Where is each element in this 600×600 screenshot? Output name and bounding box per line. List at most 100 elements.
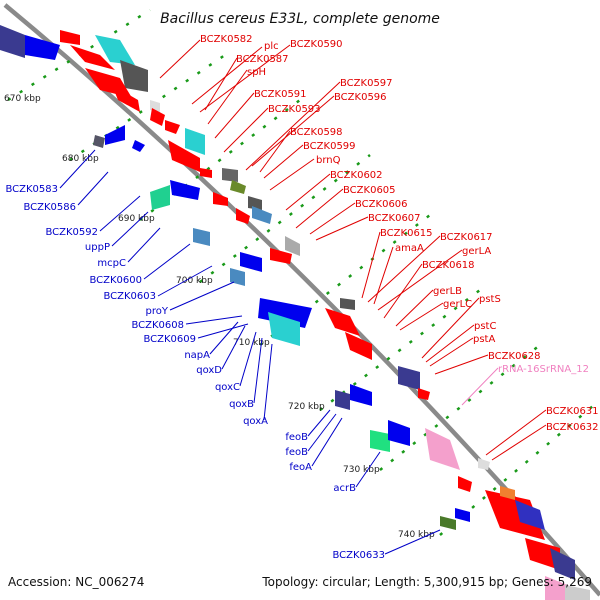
gene-label[interactable]: pstC <box>474 321 496 332</box>
gene-feature[interactable] <box>425 428 460 470</box>
gene-feature[interactable] <box>112 85 140 112</box>
gene-label[interactable]: amaA <box>395 243 424 254</box>
gene-label[interactable]: BCZK0593 <box>268 104 321 115</box>
gene-feature[interactable] <box>213 192 228 206</box>
gene-label[interactable]: BCZK0583 <box>5 184 58 195</box>
gene-feature[interactable] <box>550 548 575 580</box>
gene-feature[interactable] <box>478 458 490 470</box>
gene-label[interactable]: feoB <box>285 432 308 443</box>
gene-label[interactable]: uppP <box>85 242 110 253</box>
gene-feature[interactable] <box>388 420 410 446</box>
gene-label[interactable]: BCZK0603 <box>103 291 156 302</box>
gene-feature[interactable] <box>60 30 80 45</box>
gene-feature[interactable] <box>525 538 560 570</box>
gene-feature[interactable] <box>120 60 148 92</box>
gene-feature[interactable] <box>150 185 170 210</box>
gene-feature[interactable] <box>485 490 545 540</box>
gene-feature[interactable] <box>230 268 245 286</box>
gene-feature[interactable] <box>458 476 472 492</box>
gene-label[interactable]: BCZK0617 <box>440 232 493 243</box>
rna-label[interactable]: rRNA-16SrRNA_12 <box>498 364 589 375</box>
gene-feature[interactable] <box>500 486 515 500</box>
gene-feature[interactable] <box>230 180 246 194</box>
gene-label[interactable]: gerLC <box>443 299 472 310</box>
gene-feature[interactable] <box>565 585 590 600</box>
gene-feature[interactable] <box>25 35 60 60</box>
gene-label[interactable]: spH <box>247 67 266 78</box>
gene-label[interactable]: BCZK0608 <box>131 320 184 331</box>
gene-feature[interactable] <box>345 332 372 360</box>
gene-feature[interactable] <box>240 252 262 272</box>
gene-feature[interactable] <box>105 125 125 145</box>
gene-feature[interactable] <box>335 390 350 410</box>
gene-feature[interactable] <box>200 168 212 178</box>
gene-label[interactable]: BCZK0606 <box>355 199 408 210</box>
gene-label[interactable]: BCZK0605 <box>343 185 396 196</box>
gene-feature[interactable] <box>350 384 372 406</box>
gene-label[interactable]: pstS <box>479 294 501 305</box>
gene-label[interactable]: BCZK0633 <box>332 550 385 561</box>
gene-feature[interactable] <box>248 196 262 210</box>
gene-feature[interactable] <box>222 168 238 182</box>
gene-feature[interactable] <box>168 140 200 172</box>
gene-label[interactable]: qoxB <box>229 399 254 410</box>
gene-label[interactable]: plc <box>264 41 279 52</box>
gene-label[interactable]: feoA <box>289 462 312 473</box>
gene-label[interactable]: BCZK0591 <box>254 89 307 100</box>
gene-feature[interactable] <box>268 312 300 346</box>
gene-label[interactable]: qoxA <box>243 416 268 427</box>
gene-label[interactable]: BCZK0628 <box>488 351 541 362</box>
gene-feature[interactable] <box>150 108 165 126</box>
gene-feature[interactable] <box>165 120 180 134</box>
gene-label[interactable]: BCZK0602 <box>330 170 383 181</box>
gene-feature[interactable] <box>270 248 292 264</box>
gene-label[interactable]: pstA <box>473 334 495 345</box>
gene-feature[interactable] <box>285 236 300 256</box>
gene-label[interactable]: BCZK0618 <box>422 260 475 271</box>
gene-label[interactable]: BCZK0632 <box>546 422 599 433</box>
gene-label[interactable]: BCZK0600 <box>89 275 142 286</box>
gene-label[interactable]: BCZK0596 <box>334 92 387 103</box>
gene-feature[interactable] <box>95 35 135 65</box>
gene-label[interactable]: gerLA <box>462 246 491 257</box>
gene-label[interactable]: feoB <box>285 447 308 458</box>
gene-feature[interactable] <box>370 430 390 452</box>
gene-label[interactable]: napA <box>184 350 210 361</box>
gene-label[interactable]: BCZK0590 <box>290 39 343 50</box>
gene-feature[interactable] <box>132 140 145 152</box>
gene-label[interactable]: BCZK0609 <box>143 334 196 345</box>
gene-label[interactable]: proY <box>146 306 169 317</box>
gene-feature[interactable] <box>340 298 355 310</box>
gene-label[interactable]: mcpC <box>97 258 126 269</box>
gene-label[interactable]: BCZK0615 <box>380 228 433 239</box>
gene-label[interactable]: qoxC <box>215 382 240 393</box>
gene-feature[interactable] <box>70 45 115 70</box>
gene-feature[interactable] <box>170 180 200 200</box>
gene-feature[interactable] <box>398 366 420 390</box>
gene-feature[interactable] <box>252 206 272 224</box>
gene-feature[interactable] <box>418 388 430 400</box>
gene-feature[interactable] <box>185 128 205 155</box>
gene-label[interactable]: BCZK0592 <box>45 227 98 238</box>
gene-feature[interactable] <box>0 25 25 58</box>
gene-feature[interactable] <box>236 208 250 224</box>
gene-feature[interactable] <box>193 228 210 246</box>
gene-label[interactable]: gerLB <box>433 286 462 297</box>
gene-feature[interactable] <box>93 135 105 148</box>
gene-label[interactable]: brnQ <box>316 155 341 166</box>
gene-label[interactable]: BCZK0587 <box>236 54 289 65</box>
gene-label[interactable]: BCZK0607 <box>368 213 421 224</box>
gene-label[interactable]: BCZK0582 <box>200 34 253 45</box>
gene-feature[interactable] <box>455 508 470 522</box>
tick-label: 680 kbp <box>62 154 99 164</box>
gene-label[interactable]: qoxD <box>196 365 222 376</box>
gene-label[interactable]: BCZK0597 <box>340 78 393 89</box>
gene-label[interactable]: BCZK0631 <box>546 406 599 417</box>
gene-label[interactable]: acrB <box>333 483 356 494</box>
gene-feature[interactable] <box>325 308 360 336</box>
gene-label[interactable]: BCZK0598 <box>290 127 343 138</box>
gene-feature[interactable] <box>515 500 545 530</box>
gene-label[interactable]: BCZK0599 <box>303 141 356 152</box>
gene-feature[interactable] <box>440 516 456 530</box>
gene-label[interactable]: BCZK0586 <box>23 202 76 213</box>
